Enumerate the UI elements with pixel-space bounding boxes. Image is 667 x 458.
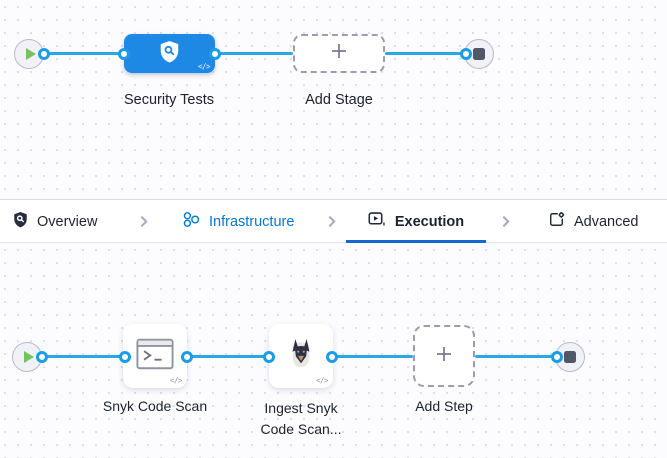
cluster-icon — [182, 211, 200, 232]
play-icon — [26, 48, 36, 60]
connector-line — [42, 355, 125, 358]
step-node-ingest-snyk-scan[interactable]: </> — [269, 324, 333, 388]
connector-line — [44, 52, 124, 55]
tab-advanced[interactable]: Advanced — [548, 200, 639, 243]
connector-point — [551, 351, 563, 363]
add-stage-label: Add Stage — [305, 92, 373, 108]
connector-point — [119, 351, 131, 363]
plus-icon — [435, 345, 453, 368]
connector-line — [385, 52, 466, 55]
terminal-icon — [136, 338, 174, 375]
add-step-button[interactable] — [413, 325, 475, 387]
tab-label: Infrastructure — [209, 213, 295, 230]
connector-point — [118, 48, 130, 60]
template-gear-icon — [548, 211, 565, 232]
tab-label: Execution — [394, 213, 465, 230]
step-node-snyk-code-scan[interactable]: </> — [123, 324, 187, 388]
code-icon: </> — [315, 376, 329, 385]
tab-label: Overview — [37, 213, 98, 230]
connector-point — [209, 48, 221, 60]
connector-point — [326, 351, 338, 363]
add-stage-button[interactable] — [293, 34, 385, 73]
stage-node-security-tests[interactable]: </> — [124, 34, 215, 73]
chevron-right-icon — [500, 200, 511, 243]
stage-label: Security Tests — [124, 92, 214, 108]
chevron-right-icon — [138, 200, 149, 243]
chevron-right-icon — [326, 200, 337, 243]
step-label: Ingest Snyk Code Scan... — [260, 400, 342, 437]
connector-point — [38, 48, 50, 60]
execution-graph-canvas[interactable]: </> </> — [0, 243, 667, 458]
tab-overview[interactable]: Overview — [13, 200, 97, 243]
code-icon: </> — [169, 376, 183, 385]
code-icon: </> — [197, 62, 211, 71]
connector-line — [215, 52, 293, 55]
connector-point — [460, 48, 472, 60]
shield-scan-icon — [13, 211, 28, 232]
connector-line — [475, 355, 557, 358]
connector-point — [36, 351, 48, 363]
connector-line — [187, 355, 269, 358]
connector-point — [181, 351, 193, 363]
stage-graph-canvas[interactable]: </> Security Tests Add Stage — [0, 0, 667, 200]
plus-icon — [330, 42, 348, 65]
pipeline-end-node[interactable] — [464, 39, 494, 69]
snyk-doberman-icon — [286, 338, 316, 375]
stage-config-tabbar: Overview Infrastructure — [0, 199, 667, 243]
connector-line — [332, 355, 413, 358]
tab-execution[interactable]: Execution — [346, 200, 486, 243]
play-icon — [24, 351, 34, 363]
connector-point — [263, 351, 275, 363]
tab-infrastructure[interactable]: Infrastructure — [182, 200, 294, 243]
stop-icon — [564, 351, 576, 363]
add-step-label: Add Step — [415, 398, 473, 414]
shield-scan-icon — [159, 40, 180, 68]
stop-icon — [473, 48, 485, 60]
tab-label: Advanced — [574, 213, 639, 230]
run-icon — [368, 211, 386, 232]
step-label: Snyk Code Scan — [102, 398, 208, 414]
